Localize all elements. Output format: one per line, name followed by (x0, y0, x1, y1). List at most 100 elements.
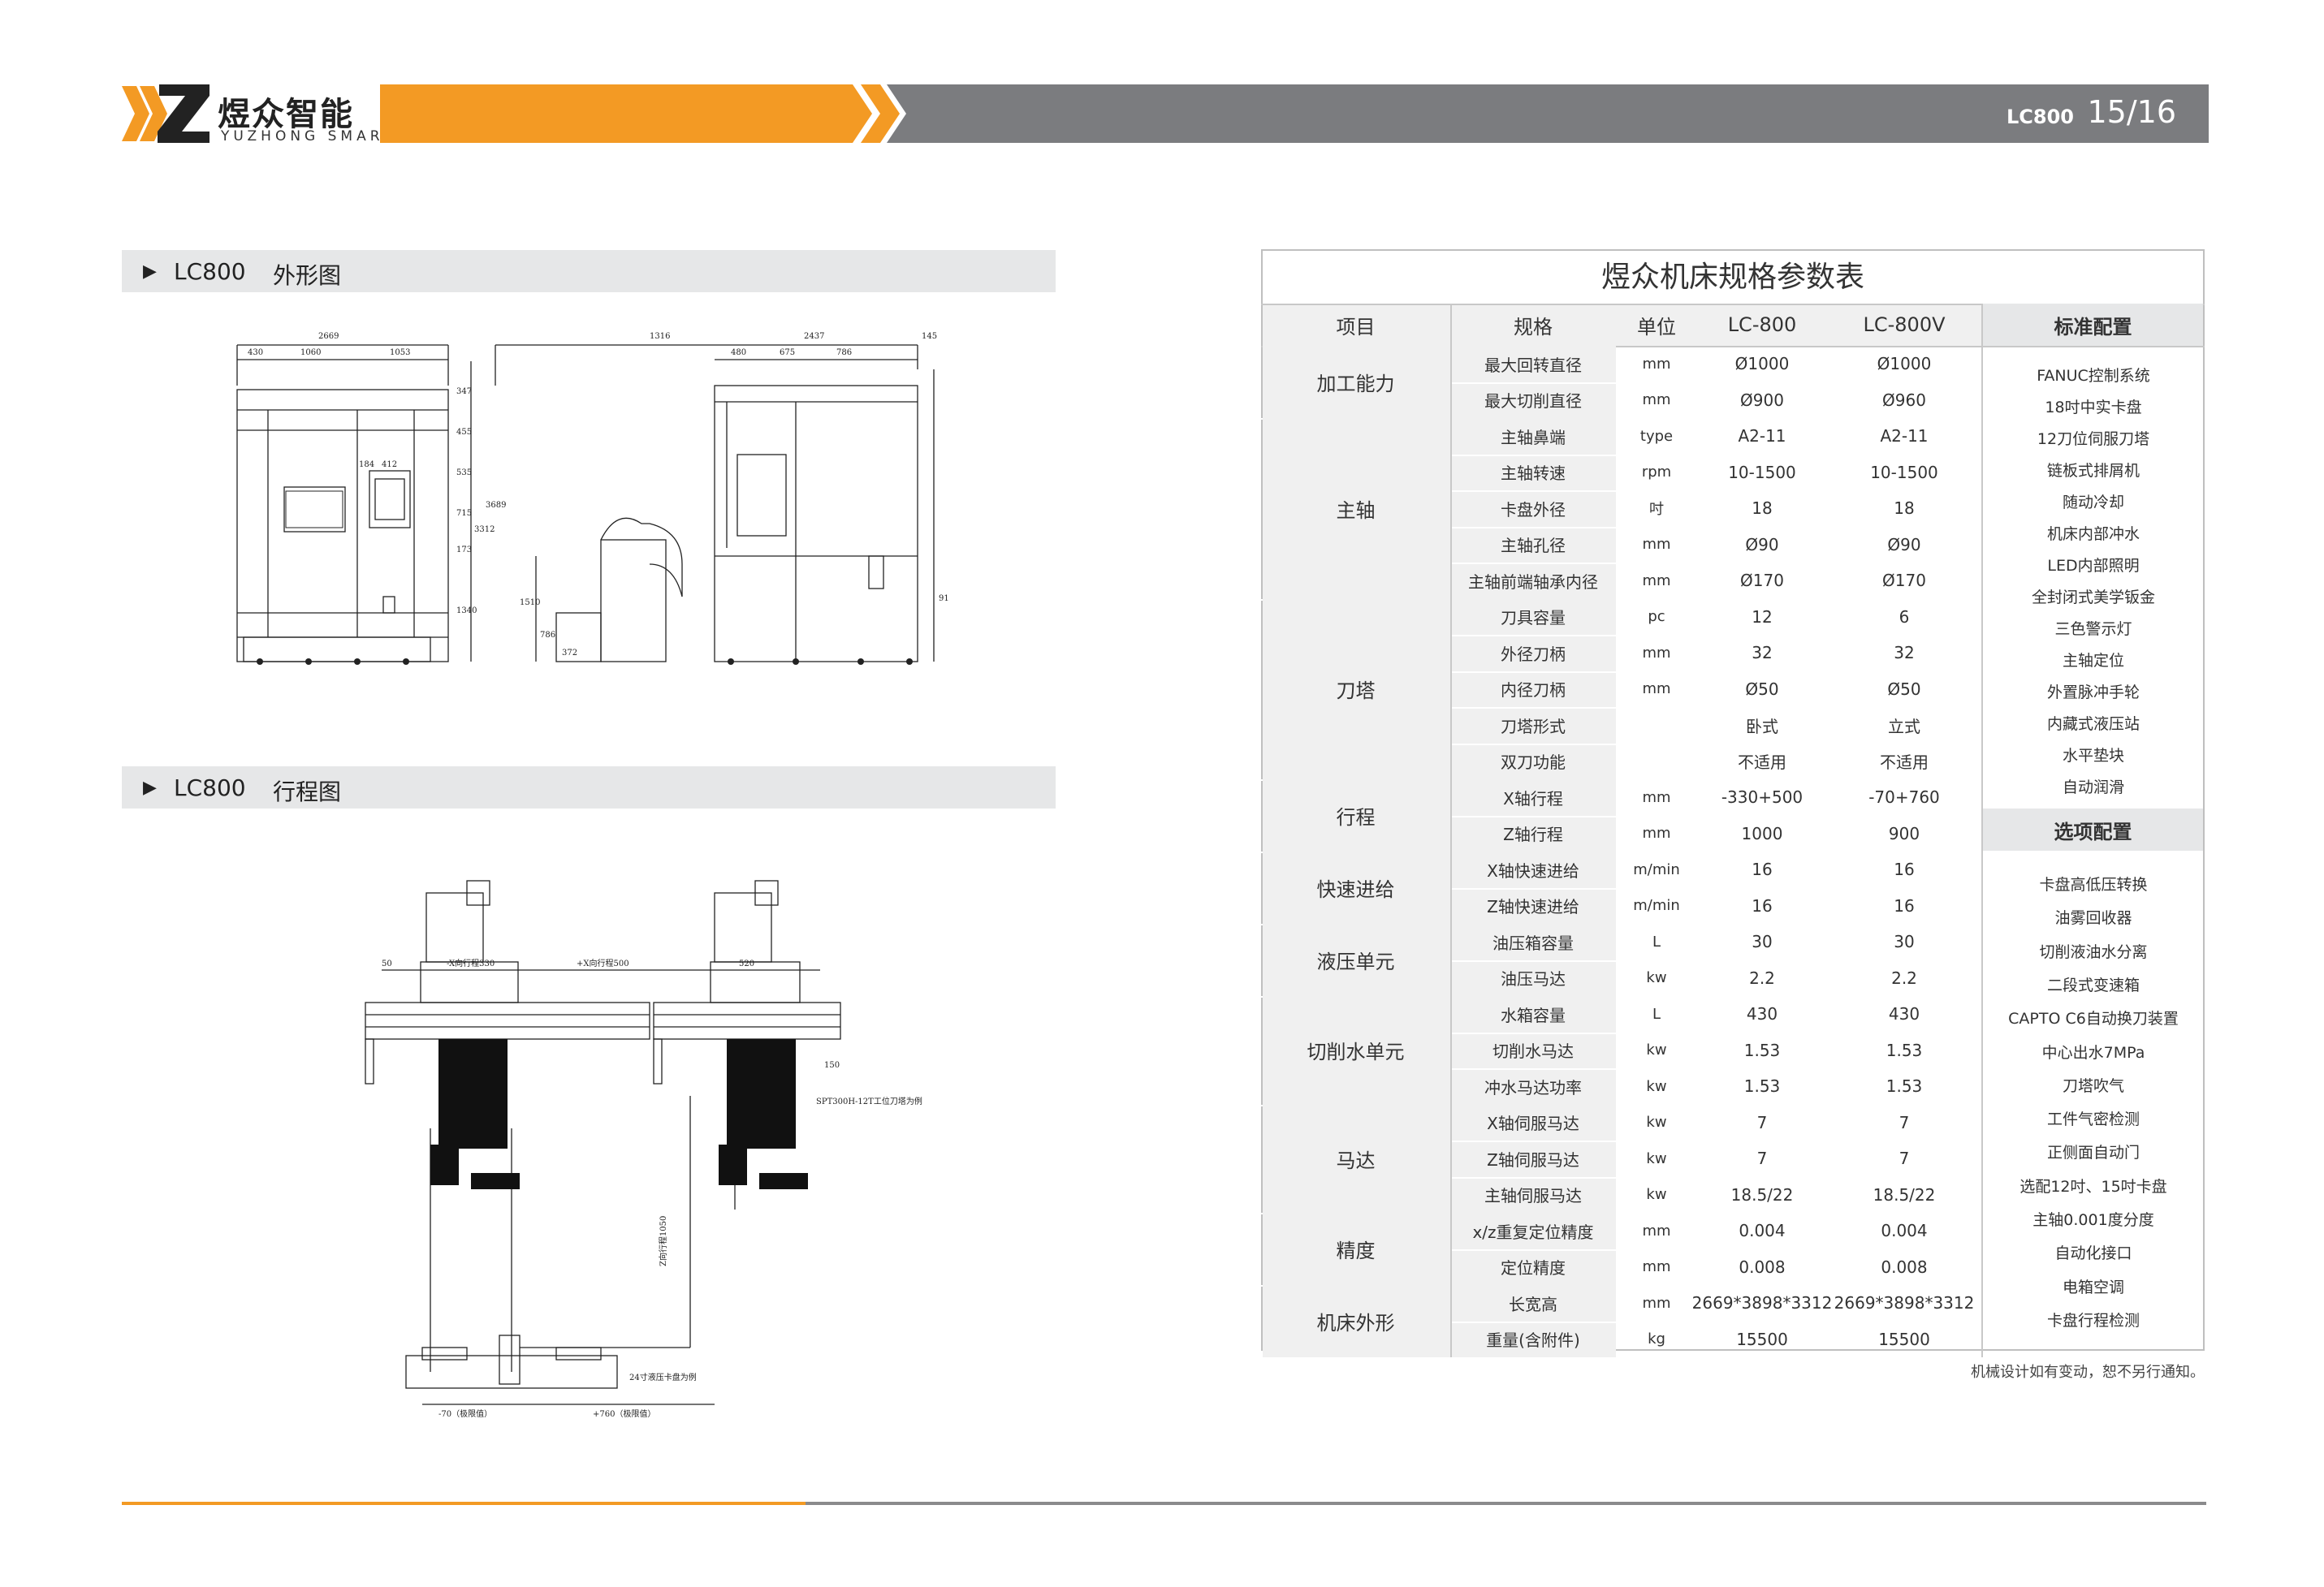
spec-bg (1450, 671, 1616, 707)
table-cell-a: Ø1000 (1734, 354, 1790, 374)
table-cell-a: 7 (1756, 1149, 1768, 1169)
table-header-bg (1263, 304, 1981, 346)
table-cell-a: Ø170 (1740, 571, 1784, 591)
table-cell-unit: type (1639, 427, 1674, 445)
table-rule (1450, 490, 1981, 492)
optional-item: 正侧面自动门 (2046, 1144, 2140, 1162)
travel-label: 150 (824, 1061, 840, 1070)
spec-bg (1450, 960, 1616, 996)
table-cell-unit: kw (1646, 1149, 1667, 1167)
table-cell-a: 12 (1752, 606, 1773, 627)
dim-label: 1316 (650, 332, 670, 341)
standard-item: 18吋中实卡盘 (2045, 399, 2142, 416)
category-bg (1263, 598, 1450, 779)
table-cell-unit: mm (1642, 355, 1671, 373)
table-rule (1261, 779, 1981, 781)
table-rule (1261, 418, 1981, 420)
spec-bg (1450, 1213, 1616, 1249)
category-bg (1263, 924, 1450, 996)
table-cell-a: A2-11 (1738, 426, 1786, 446)
table-rule (1450, 743, 1981, 745)
table-rule (1450, 707, 1981, 709)
optional-item: 工件气密检测 (2046, 1110, 2140, 1129)
dim-label: 184 (359, 460, 374, 469)
standard-item: 内藏式液压站 (2046, 715, 2140, 733)
optional-item: 选配12吋、15吋卡盘 (2019, 1177, 2167, 1196)
table-cell-spec: 双刀功能 (1501, 753, 1566, 773)
table-title: 煜众机床规格参数表 (1600, 261, 1864, 294)
table-rule (1261, 852, 1981, 853)
table-cell-b: 32 (1894, 643, 1915, 663)
table-cell-spec: 主轴伺服马达 (1484, 1186, 1582, 1206)
table-rule (1261, 924, 1981, 925)
table-cell-a: 430 (1746, 1004, 1778, 1024)
table-rule (1261, 304, 2205, 305)
table-header-3: LC-800 (1727, 313, 1797, 336)
spec-bg (1450, 707, 1616, 744)
category-label: 行程 (1336, 806, 1376, 829)
dim-label: 786 (540, 631, 555, 640)
table-cell-unit: mm (1642, 1222, 1671, 1240)
table-cell-spec: 主轴鼻端 (1501, 427, 1566, 447)
table-cell-unit (1616, 744, 1697, 780)
table-rule (1450, 304, 1452, 1357)
table-cell-spec: 定位精度 (1501, 1258, 1566, 1279)
table-cell-b: 7 (1899, 1112, 1910, 1132)
spec-bg (1450, 996, 1616, 1033)
section-travel-bar: ▶ LC800 行程图 (122, 766, 1056, 809)
dim-label: 412 (382, 460, 397, 469)
category-bg (1263, 1285, 1450, 1357)
table-rule (1261, 598, 1981, 601)
travel-label: +X向行程500 (577, 958, 629, 968)
table-cell-unit: mm (1642, 1294, 1671, 1312)
table-cell-b: 18.5/22 (1873, 1184, 1936, 1205)
table-cell-spec: Z轴伺服马达 (1487, 1149, 1579, 1170)
spec-bg (1450, 852, 1616, 888)
table-cell-spec: Z轴快速进给 (1487, 897, 1579, 917)
table-cell-spec: Z轴行程 (1503, 825, 1563, 845)
standard-item: FANUC控制系统 (2037, 367, 2150, 385)
table-cell-unit: mm (1642, 571, 1671, 589)
standard-item: 随动冷却 (2062, 494, 2124, 511)
table-cell-spec: 长宽高 (1509, 1294, 1557, 1314)
dim-label: 480 (731, 348, 746, 357)
dim-label: 715 (456, 509, 472, 518)
category-bg (1263, 418, 1450, 599)
standard-item: 水平垫块 (2062, 747, 2124, 765)
table-cell-unit: kw (1646, 1077, 1667, 1095)
table-cell-a: 15500 (1736, 1329, 1788, 1349)
category-label: 马达 (1336, 1149, 1376, 1172)
standard-item: 主轴定位 (2062, 652, 2124, 670)
spec-bg (1450, 1141, 1616, 1177)
table-cell-b: Ø170 (1882, 571, 1926, 591)
table-cell-a: -330+500 (1721, 787, 1803, 808)
table-cell-unit: kw (1646, 1114, 1667, 1132)
spec-bg (1450, 1285, 1616, 1322)
standard-item: 12刀位伺服刀塔 (2037, 430, 2150, 448)
dim-label: 455 (456, 428, 472, 437)
table-cell-b: 1.53 (1886, 1076, 1923, 1097)
section-model: LC800 (174, 774, 246, 801)
table-cell-b: Ø90 (1887, 534, 1921, 554)
dim-label: 430 (248, 348, 263, 357)
travel-label: -X向行程330 (447, 958, 495, 968)
table-cell-a: Ø900 (1740, 390, 1784, 410)
brand-name-en: YUZHONG SMART (221, 128, 395, 144)
header-model: LC800 (2006, 106, 2074, 128)
spec-bg (1450, 1068, 1616, 1105)
standard-item: 链板式排屑机 (2046, 462, 2140, 480)
table-cell-a: 32 (1752, 643, 1773, 663)
table-cell-a: Ø50 (1745, 679, 1779, 699)
table-cell-spec: 刀塔形式 (1501, 716, 1566, 736)
table-cell-a: 0.004 (1739, 1221, 1786, 1241)
table-rule (1261, 346, 2205, 347)
table-cell-b: 2669*3898*3312 (1834, 1293, 1975, 1313)
table-rule (1450, 1068, 1981, 1070)
category-label: 主轴 (1336, 498, 1376, 522)
table-cell-a: 16 (1752, 895, 1773, 916)
table-rule (1450, 526, 1981, 528)
category-bg (1263, 1104, 1450, 1213)
standard-item: 自动润滑 (2062, 778, 2124, 796)
optional-title-bg (1983, 809, 2203, 851)
dim-label: 2437 (804, 332, 824, 341)
